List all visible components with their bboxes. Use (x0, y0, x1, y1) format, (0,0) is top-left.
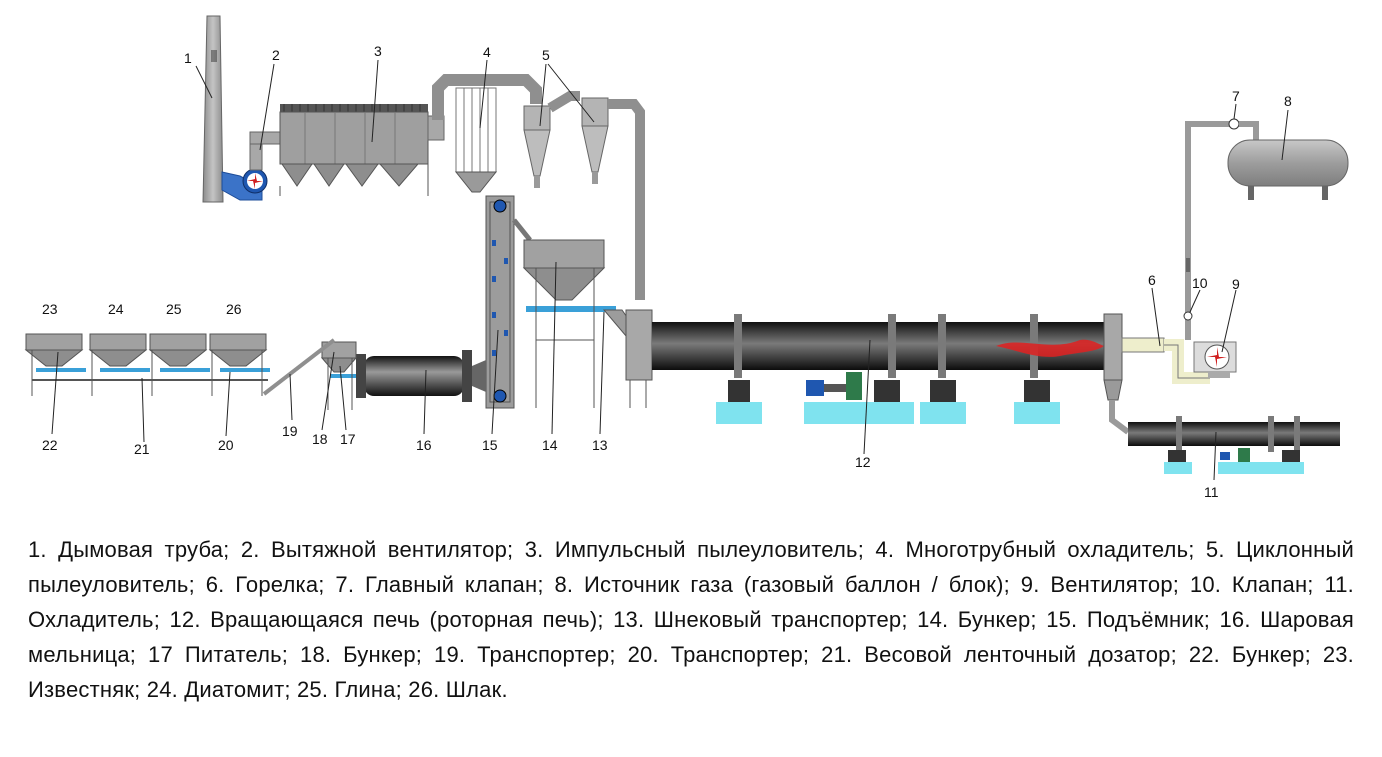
ball-mill (356, 350, 486, 402)
cooler (1109, 400, 1340, 474)
label-19: 19 (282, 423, 298, 439)
process-flow-diagram: 1 2 3 4 5 6 7 8 9 10 11 12 13 14 15 16 1… (24, 15, 1349, 500)
cyclone-dust-collector (523, 91, 645, 300)
label-26: 26 (226, 301, 242, 317)
item-labels: 1 2 3 4 5 6 7 8 9 10 11 12 13 14 15 16 1… (42, 43, 1292, 500)
leader-lines (51, 59, 1289, 481)
label-2: 2 (272, 47, 280, 63)
inclined-conveyor-19 (262, 338, 336, 396)
label-14: 14 (542, 437, 558, 453)
gas-tank (1227, 139, 1349, 200)
label-5: 5 (542, 47, 550, 63)
label-24: 24 (108, 301, 124, 317)
label-15: 15 (482, 437, 498, 453)
main-valve (1228, 118, 1259, 146)
label-9: 9 (1232, 276, 1240, 292)
label-6: 6 (1148, 272, 1156, 288)
pulse-dust-collector (279, 104, 445, 196)
hopper-14 (522, 239, 616, 408)
label-20: 20 (218, 437, 234, 453)
label-8: 8 (1284, 93, 1292, 109)
label-16: 16 (416, 437, 432, 453)
label-25: 25 (166, 301, 182, 317)
label-22: 22 (42, 437, 58, 453)
multi-tube-cooler (432, 74, 542, 193)
raw-material-hoppers (24, 333, 270, 396)
bucket-elevator (485, 195, 532, 409)
label-17: 17 (340, 431, 356, 447)
label-12: 12 (855, 454, 871, 470)
gas-pipeline (1183, 121, 1230, 340)
label-23: 23 (42, 301, 58, 317)
label-1: 1 (184, 50, 192, 66)
kiln-supports (716, 372, 1060, 424)
label-18: 18 (312, 431, 328, 447)
combustion-fan (1193, 341, 1237, 378)
burner (1121, 337, 1210, 384)
label-11: 11 (1204, 484, 1219, 500)
label-10: 10 (1192, 275, 1208, 291)
chimney (202, 15, 224, 203)
rotary-kiln (625, 309, 1123, 408)
legend-caption: 1. Дымовая труба; 2. Вытяжной вентилятор… (28, 537, 1354, 702)
label-4: 4 (483, 44, 491, 60)
label-21: 21 (134, 441, 150, 457)
label-13: 13 (592, 437, 608, 453)
label-7: 7 (1232, 88, 1240, 104)
label-3: 3 (374, 43, 382, 59)
exhaust-fan (221, 131, 283, 201)
